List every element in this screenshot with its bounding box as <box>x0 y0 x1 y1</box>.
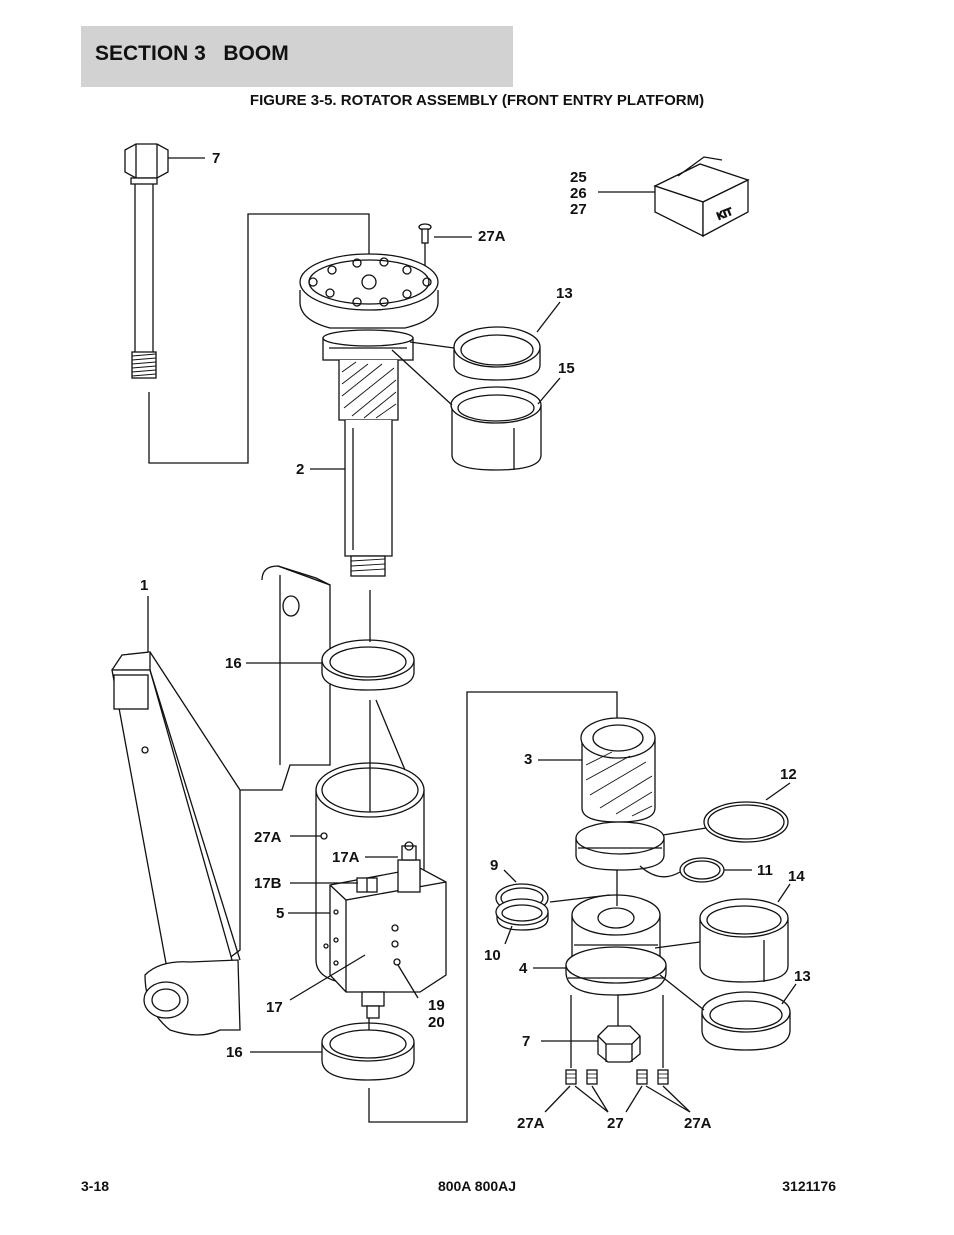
callout-27a-bottom-left: 27A <box>517 1115 545 1132</box>
section-header-text: SECTION 3 BOOM <box>95 42 289 66</box>
section-number: SECTION 3 <box>95 42 206 65</box>
footer-model: 800A 800AJ <box>437 1178 517 1194</box>
figure-title: FIGURE 3-5. ROTATOR ASSEMBLY (FRONT ENTR… <box>249 92 705 109</box>
callout-26: 26 <box>570 185 587 202</box>
callout-17a: 17A <box>332 849 360 866</box>
callout-14: 14 <box>788 868 805 885</box>
assembly-path-line <box>148 213 370 464</box>
callout-19: 19 <box>428 997 445 1014</box>
callout-5: 5 <box>276 905 284 922</box>
callout-27-kit: 27 <box>570 201 587 218</box>
bushing-14-part <box>699 898 789 983</box>
callout-7-top: 7 <box>212 150 220 167</box>
pinion-gear-part <box>575 717 665 871</box>
callout-27a-top: 27A <box>478 228 506 245</box>
callout-4: 4 <box>519 960 528 977</box>
callout-9: 9 <box>490 857 498 874</box>
footer-doc-number: 3121176 <box>782 1178 836 1194</box>
section-header: SECTION 3 BOOM <box>81 26 513 87</box>
callout-16-bottom: 16 <box>226 1044 243 1061</box>
bushing-part <box>450 386 542 471</box>
callout-27-bottom: 27 <box>607 1115 624 1132</box>
callout-2: 2 <box>296 461 304 478</box>
callout-12: 12 <box>780 766 797 783</box>
set-screws-part <box>565 1069 669 1085</box>
callout-20: 20 <box>428 1014 445 1031</box>
footer-page-number: 3-18 <box>81 1178 110 1194</box>
valve-block-part <box>323 841 447 1019</box>
bearing-bottom-part <box>701 991 791 1051</box>
seal-ring-bottom-part <box>321 1022 415 1081</box>
callout-13-bottom: 13 <box>794 968 811 985</box>
callout-13-top: 13 <box>556 285 573 302</box>
seal-ring-top-part <box>321 639 415 691</box>
kit-box: KIT <box>653 156 750 238</box>
callout-17: 17 <box>266 999 283 1016</box>
callout-10: 10 <box>484 947 501 964</box>
callout-16-top: 16 <box>225 655 242 672</box>
callout-1: 1 <box>140 577 148 594</box>
callout-27a-bottom-right: 27A <box>684 1115 712 1132</box>
callout-3: 3 <box>524 751 532 768</box>
callout-labels: 7 25 26 27 27A 13 15 2 1 16 3 12 27A 17A… <box>140 150 811 1132</box>
assembly-path-line-bottom <box>368 691 618 1123</box>
callout-25: 25 <box>570 169 587 186</box>
o-ring-large-part <box>703 801 789 843</box>
callout-15: 15 <box>558 360 575 377</box>
rotator-shaft-part <box>299 253 439 577</box>
bolt-part <box>124 143 169 379</box>
piston-part <box>565 894 667 996</box>
screw-part <box>418 223 432 244</box>
callout-7-bottom: 7 <box>522 1033 530 1050</box>
callout-27a-mid: 27A <box>254 829 282 846</box>
bearing-top-part <box>453 326 541 381</box>
nut-part <box>597 1025 641 1063</box>
section-title: BOOM <box>223 42 289 65</box>
callout-11: 11 <box>757 862 773 879</box>
leader-lines <box>147 157 797 1113</box>
boom-arm-part <box>111 565 331 1036</box>
callout-17b: 17B <box>254 875 282 892</box>
